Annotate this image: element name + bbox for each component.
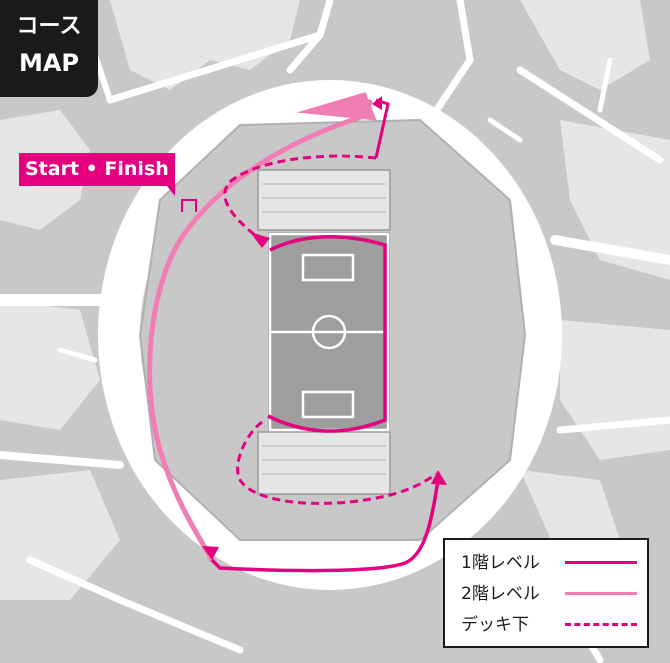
legend-label: 1階レベル	[461, 553, 540, 573]
legend-label: 2階レベル	[461, 584, 540, 604]
route-1f-south-outer	[210, 479, 440, 573]
park-areas	[0, 0, 670, 600]
route-1f-arrow-south	[431, 470, 447, 485]
start-finish-label: Start • Finish	[19, 153, 175, 196]
north-stand	[257, 169, 391, 231]
legend-line-light	[565, 592, 637, 595]
route-2f-end-cap	[296, 92, 377, 121]
route-2f	[147, 99, 373, 563]
route-1f-pitch	[267, 235, 387, 433]
route-1f-arrow-north-outer	[372, 96, 382, 110]
legend-line-dashed	[565, 623, 637, 626]
map-title: コース MAP	[0, 0, 98, 97]
route-1f-arrow-north	[250, 232, 270, 248]
route-2f-arrow	[202, 546, 219, 560]
stand-rows	[262, 183, 386, 475]
south-stand	[257, 431, 391, 495]
map-title-line2: MAP	[18, 49, 80, 77]
route-deck-north	[223, 154, 377, 238]
legend: 1階レベル 2階レベル デッキ下	[443, 538, 649, 648]
map-title-line1: コース	[16, 14, 82, 39]
legend-label: デッキ下	[461, 615, 529, 635]
legend-line-solid	[565, 561, 637, 564]
route-deck-south	[236, 420, 437, 505]
start-flag-icon	[181, 199, 197, 212]
